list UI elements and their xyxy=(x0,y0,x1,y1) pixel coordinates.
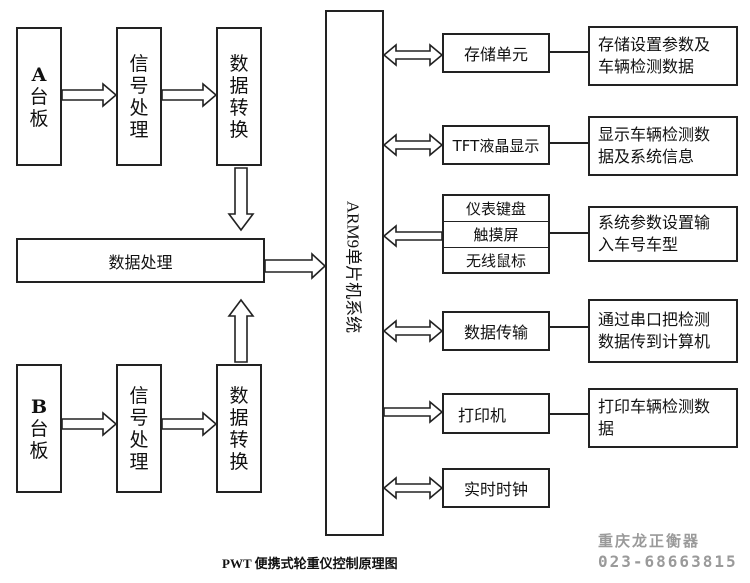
signal-char-1: 信 xyxy=(129,52,149,75)
data-conversion-top-box: 数 据 转 换 xyxy=(216,27,262,166)
input-desc-line-1: 系统参数设置输 xyxy=(598,213,711,232)
signal-char-2: 号 xyxy=(129,74,149,97)
touchscreen-label: 触摸屏 xyxy=(473,226,519,244)
convert-char-2: 据 xyxy=(229,74,249,97)
a-board-char-1: A xyxy=(31,63,47,86)
arm9-label-cjk: 单片机系统 xyxy=(342,248,362,334)
arrow-arm-storage xyxy=(382,43,444,67)
wireless-mouse-cell: 无线鼠标 xyxy=(444,248,548,272)
signal-processing-top-box: 信 号 处 理 xyxy=(116,27,162,166)
arm9-system-box: ARM9单片机系统 xyxy=(325,10,384,536)
signal-processing-bottom-box: 信 号 处 理 xyxy=(116,364,162,493)
b-board-char-3: 板 xyxy=(29,439,49,462)
convert-b-char-1: 数 xyxy=(229,384,249,407)
data-processing-label: 数据处理 xyxy=(108,252,173,272)
keyboard-label: 仪表键盘 xyxy=(465,200,526,218)
arrow-arm-clock xyxy=(382,476,444,500)
a-board-box: A 台 板 xyxy=(16,27,62,166)
b-board-char-2: 台 xyxy=(29,417,49,440)
arrow-arm-tft xyxy=(382,133,444,157)
arrow-signal-to-convert-bottom xyxy=(161,411,218,437)
storage-unit-box: 存储单元 xyxy=(442,33,550,73)
arm9-label-latin: ARM9 xyxy=(343,200,362,249)
storage-desc-line-2: 车辆检测数据 xyxy=(598,57,695,76)
convert-b-char-3: 转 xyxy=(229,428,249,451)
display-desc-box: 显示车辆检测数 据及系统信息 xyxy=(588,116,738,176)
diagram-caption: PWT 便携式轮重仪控制原理图 xyxy=(222,556,398,571)
arrow-b-to-signal xyxy=(61,411,118,437)
arrow-process-to-arm xyxy=(264,252,327,280)
arm9-system-label: ARM9单片机系统 xyxy=(342,201,367,333)
storage-unit-label: 存储单元 xyxy=(463,45,528,64)
tft-display-box: TFT液晶显示 xyxy=(442,125,550,165)
a-board-char-3: 板 xyxy=(29,107,49,130)
signal-b-char-1: 信 xyxy=(129,384,149,407)
keyboard-cell: 仪表键盘 xyxy=(444,196,548,222)
realtime-clock-box: 实时时钟 xyxy=(442,468,550,508)
arrow-convert-top-down xyxy=(227,167,255,232)
wireless-mouse-label: 无线鼠标 xyxy=(465,251,526,270)
display-desc-line-1: 显示车辆检测数 xyxy=(598,125,711,144)
printer-desc-line-2: 据 xyxy=(598,419,615,438)
convert-char-1: 数 xyxy=(229,52,249,75)
input-desc-box: 系统参数设置输 入车号车型 xyxy=(588,206,738,262)
arrow-input-to-arm xyxy=(382,224,443,248)
data-transfer-label: 数据传输 xyxy=(463,323,528,342)
convert-char-4: 换 xyxy=(229,118,249,141)
signal-b-char-3: 处 xyxy=(129,428,149,451)
arrow-convert-bottom-up xyxy=(227,298,255,363)
data-conversion-bottom-box: 数 据 转 换 xyxy=(216,364,262,493)
transfer-desc-box: 通过串口把检测 数据传到计算机 xyxy=(588,299,738,363)
signal-char-4: 理 xyxy=(129,118,149,141)
watermark-phone: 023-68663815 xyxy=(598,552,738,571)
input-desc-line-2: 入车号车型 xyxy=(598,235,679,254)
a-board-char-2: 台 xyxy=(29,85,49,108)
printer-desc-box: 打印车辆检测数 据 xyxy=(588,388,738,448)
realtime-clock-label: 实时时钟 xyxy=(463,480,528,499)
storage-desc-box: 存储设置参数及 车辆检测数据 xyxy=(588,26,738,86)
signal-b-char-4: 理 xyxy=(129,450,149,473)
arrow-arm-transfer xyxy=(382,319,444,343)
printer-label: 打印机 xyxy=(458,405,507,425)
storage-desc-line-1: 存储设置参数及 xyxy=(598,35,711,54)
printer-desc-line-1: 打印车辆检测数 xyxy=(598,397,711,416)
transfer-desc-line-1: 通过串口把检测 xyxy=(598,310,711,329)
tft-display-label: TFT液晶显示 xyxy=(452,136,540,155)
arrow-signal-to-convert-top xyxy=(161,82,218,108)
arrow-a-to-signal xyxy=(61,82,118,108)
signal-char-3: 处 xyxy=(129,96,149,119)
data-processing-box: 数据处理 xyxy=(16,238,265,283)
b-board-char-1: B xyxy=(30,395,48,418)
input-cluster-box: 仪表键盘 触摸屏 无线鼠标 xyxy=(442,194,550,274)
watermark-company: 重庆龙正衡器 xyxy=(598,532,701,550)
data-transfer-box: 数据传输 xyxy=(442,311,550,351)
arrow-arm-printer xyxy=(383,400,444,424)
b-board-box: B 台 板 xyxy=(16,364,62,493)
printer-box: 打印机 xyxy=(442,393,550,434)
transfer-desc-line-2: 数据传到计算机 xyxy=(598,332,711,351)
signal-b-char-2: 号 xyxy=(129,406,149,429)
display-desc-line-2: 据及系统信息 xyxy=(598,147,695,166)
convert-b-char-4: 换 xyxy=(229,450,249,473)
touchscreen-cell: 触摸屏 xyxy=(444,222,548,248)
convert-b-char-2: 据 xyxy=(229,406,249,429)
convert-char-3: 转 xyxy=(229,96,249,119)
